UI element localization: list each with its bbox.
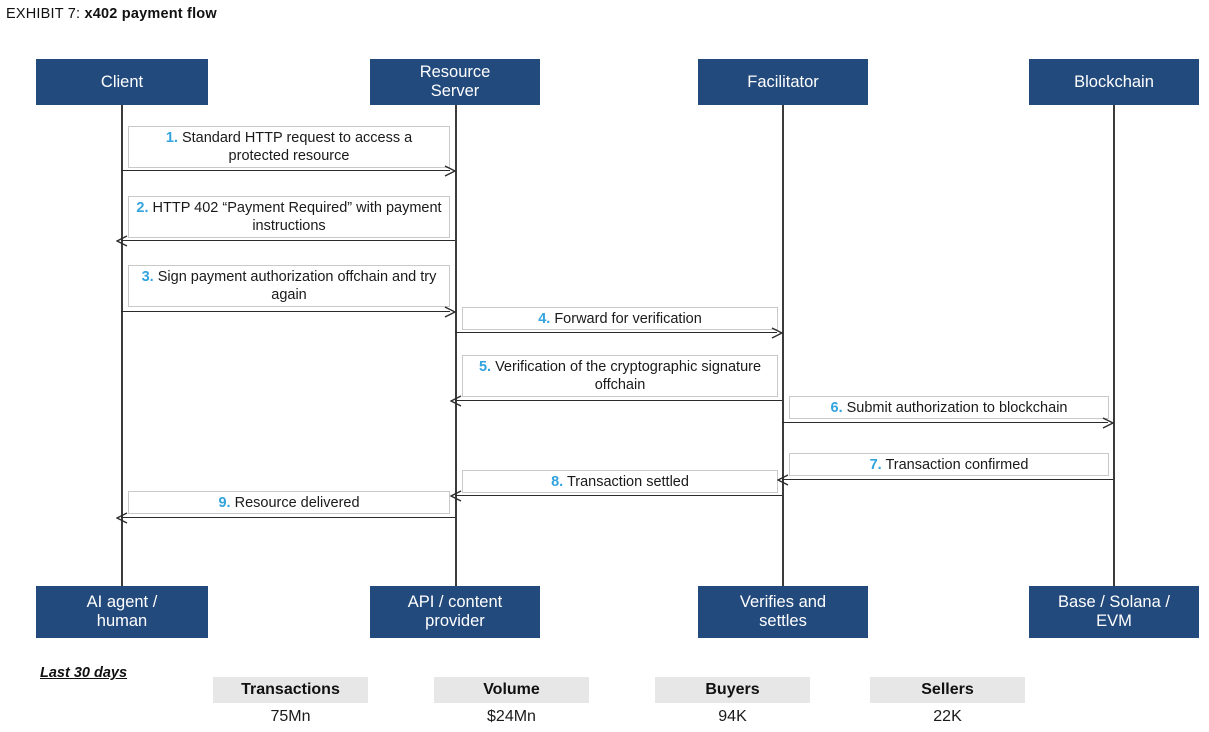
stat-transactions-value: 75Mn [270,708,311,725]
actor-top-resource-server-label-2: Server [430,82,480,100]
message-1-arrow-line [121,170,450,171]
message-4-arrow-line [455,332,777,333]
message-5-arrowhead-left [450,395,462,407]
message-8-number: 8. [551,473,564,490]
page-title: EXHIBIT 7: x402 payment flow [6,6,217,22]
message-1-text: Standard HTTP request to access a protec… [181,130,413,164]
message-8-arrowhead-left [450,490,462,502]
message-box-8: 8. Transaction settled [462,470,778,493]
stat-transactions-header: Transactions [213,677,368,703]
actor-top-resource-server-label-1: Resource [419,63,491,81]
actor-bottom-client-label-2: human [96,612,148,630]
message-9-arrowhead-left [116,512,128,524]
message-box-5: 5. Verification of the cryptographic sig… [462,355,778,397]
message-box-3: 3. Sign payment authorization offchain a… [128,265,450,307]
message-box-2: 2. HTTP 402 “Payment Required” with paym… [128,196,450,238]
stat-transactions: Transactions 75Mn [213,677,368,728]
lifeline-client [121,104,123,586]
message-box-1: 1. Standard HTTP request to access a pro… [128,126,450,168]
message-4-number: 4. [538,310,551,327]
message-7-arrow-line [782,479,1113,480]
actor-top-facilitator-label: Facilitator [747,72,819,91]
actor-top-blockchain[interactable]: Blockchain [1029,59,1199,105]
message-2-arrowhead-left [116,235,128,247]
actor-top-facilitator[interactable]: Facilitator [698,59,868,105]
message-box-6: 6. Submit authorization to blockchain [789,396,1109,419]
message-3-number: 3. [141,269,154,285]
actor-bottom-blockchain[interactable]: Base / Solana / EVM [1029,586,1199,638]
message-8-arrow-line [455,495,782,496]
message-2-number: 2. [136,200,149,216]
message-4-arrowhead-right [771,327,783,339]
message-6-text: Submit authorization to blockchain [846,399,1068,416]
message-box-7: 7. Transaction confirmed [789,453,1109,476]
message-5-number: 5. [478,359,492,375]
actor-bottom-blockchain-label-1: Base / Solana / [1058,593,1170,611]
message-9-text: Resource delivered [234,494,360,511]
actor-bottom-facilitator-label-2: settles [759,612,807,630]
actor-bottom-client-label-1: AI agent / [86,593,158,611]
message-6-arrowhead-right [1102,417,1114,429]
stat-volume-header: Volume [434,677,589,703]
message-3-arrow-line [121,311,450,312]
message-9-number: 9. [218,494,231,511]
actor-bottom-facilitator[interactable]: Verifies and settles [698,586,868,638]
message-4-text: Forward for verification [554,310,702,327]
stat-buyers: Buyers 94K [655,677,810,728]
actor-top-client-label: Client [100,72,144,91]
actor-bottom-resource-server-label-1: API / content [407,593,503,611]
lifeline-blockchain [1113,104,1115,586]
stat-volume-value: $24Mn [487,708,536,725]
actor-top-resource-server[interactable]: Resource Server [370,59,540,105]
message-7-text: Transaction confirmed [885,456,1029,473]
message-6-arrow-line [782,422,1108,423]
exhibit-label: EXHIBIT 7: [6,6,81,22]
message-2-arrow-line [121,240,455,241]
message-box-9: 9. Resource delivered [128,491,450,514]
message-6-number: 6. [830,399,843,416]
exhibit-name: x402 payment flow [84,6,217,22]
message-2-text: HTTP 402 “Payment Required” with payment… [152,200,442,234]
actor-top-blockchain-label: Blockchain [1074,72,1154,91]
actor-bottom-resource-server-label-2: provider [425,612,485,630]
stats-period-label: Last 30 days [40,665,128,681]
message-5-text: Verification of the cryptographic signat… [495,359,762,393]
stat-sellers-value: 22K [933,708,962,725]
actor-bottom-client[interactable]: AI agent / human [36,586,208,638]
stat-volume: Volume $24Mn [434,677,589,728]
actor-top-client[interactable]: Client [36,59,208,105]
message-5-arrow-line [455,400,782,401]
lifeline-resource-server [455,104,457,586]
stat-buyers-header: Buyers [655,677,810,703]
message-8-text: Transaction settled [566,473,689,490]
actor-bottom-blockchain-label-2: EVM [1096,612,1132,630]
message-9-arrow-line [121,517,455,518]
stat-sellers-header: Sellers [870,677,1025,703]
stat-buyers-value: 94K [718,708,747,725]
message-1-number: 1. [165,130,178,146]
message-box-4: 4. Forward for verification [462,307,778,330]
message-3-text: Sign payment authorization offchain and … [157,269,437,303]
message-7-arrowhead-left [777,474,789,486]
message-3-arrowhead-right [444,306,456,318]
actor-bottom-resource-server[interactable]: API / content provider [370,586,540,638]
message-1-arrowhead-right [444,165,456,177]
stat-sellers: Sellers 22K [870,677,1025,728]
lifeline-facilitator [782,104,784,586]
actor-bottom-facilitator-label-1: Verifies and [739,593,827,611]
message-7-number: 7. [869,456,882,473]
